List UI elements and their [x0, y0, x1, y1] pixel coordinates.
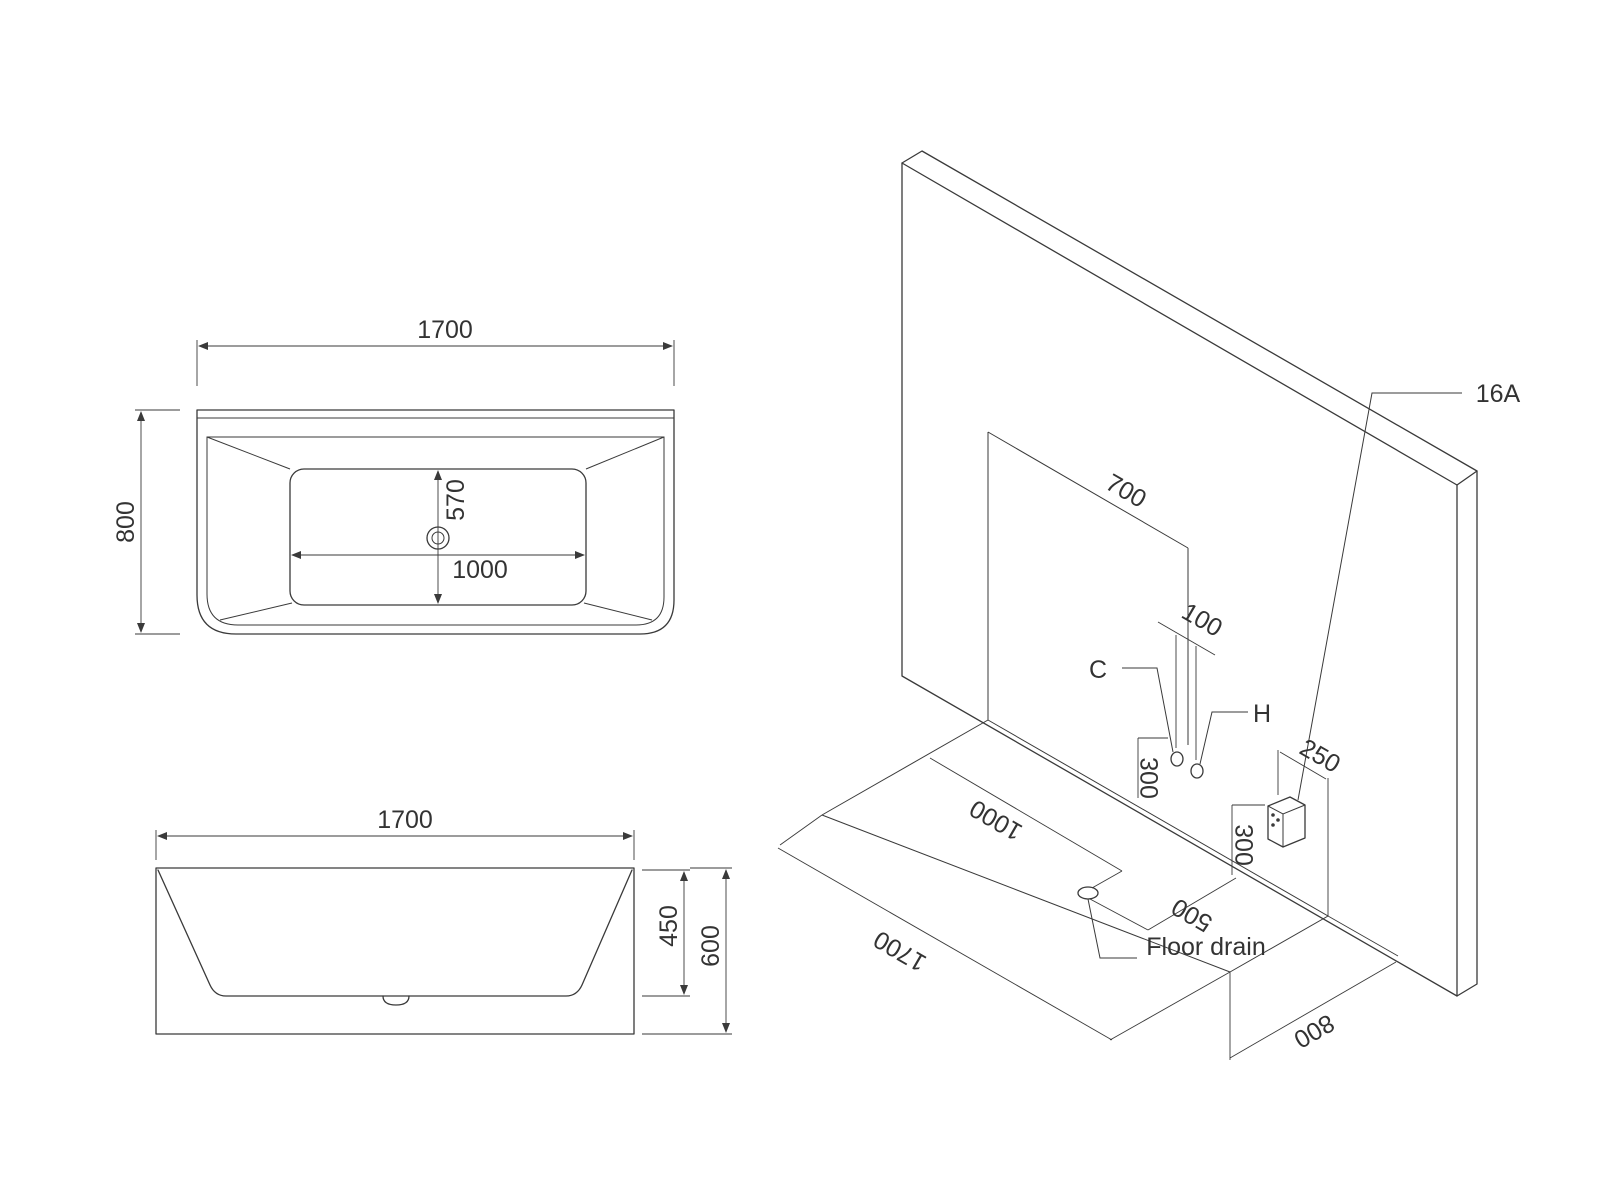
socket-pin-icon	[1271, 823, 1275, 827]
top-view-inner-basin	[206, 436, 665, 626]
tub-length-label: 1700	[869, 925, 931, 977]
top-view: 1700 800 570 1000	[112, 316, 675, 635]
side-view-outline	[155, 867, 635, 1035]
floor-drain-label: Floor drain	[1146, 933, 1266, 961]
wall-side-edge	[1456, 470, 1478, 997]
hot-leader-line	[1199, 711, 1248, 765]
socket-box-icon	[1267, 796, 1306, 848]
side-view: 1700 450 600	[155, 806, 732, 1035]
floor-footprint-outline	[821, 814, 1231, 973]
floor-drain-leader-line	[1087, 898, 1137, 959]
top-view-corner-line	[219, 602, 293, 621]
drain-offset-label: 500	[1167, 892, 1217, 937]
wall-top-edge	[901, 150, 1478, 486]
installation-view: 700 100 C H 300 16A 250 3	[777, 150, 1521, 1060]
top-depth-label: 800	[112, 501, 140, 543]
cold-label: C	[1089, 656, 1107, 684]
drain-distance-dimension-line	[929, 757, 1123, 872]
cold-hot-gap-label: 100	[1177, 598, 1227, 643]
dimension-extension-line	[779, 814, 823, 846]
wall-front-face	[901, 162, 1458, 997]
drain-distance-label: 1000	[965, 794, 1027, 846]
cold-height-label: 300	[1136, 757, 1164, 799]
inner-length-label: 1000	[452, 556, 508, 584]
side-view-drain-outlet	[382, 995, 410, 1006]
socket-pin-icon	[1271, 813, 1275, 817]
top-width-label: 1700	[417, 316, 473, 344]
socket-pin-icon	[1276, 818, 1280, 822]
outlet-spacing-label: 700	[1101, 469, 1151, 514]
socket-offset-label: 250	[1295, 734, 1345, 779]
socket-box-edge	[1267, 804, 1306, 815]
top-view-corner-line	[206, 436, 291, 470]
dimension-extension-line	[1109, 971, 1231, 1041]
hot-outlet-icon	[1190, 763, 1204, 779]
socket-leader-line	[1297, 392, 1462, 801]
dimension-extension-line	[1091, 870, 1123, 889]
side-length-label: 1700	[377, 806, 433, 834]
floor-footprint-outline	[821, 719, 989, 816]
inner-height-label: 450	[655, 905, 683, 947]
cold-outlet-icon	[1170, 751, 1184, 767]
socket-label: 16A	[1476, 380, 1521, 408]
top-view-corner-line	[583, 602, 653, 621]
inner-depth-label: 570	[442, 479, 470, 521]
tub-depth-dimension-line	[1229, 961, 1397, 1059]
top-view-basin-floor	[289, 468, 587, 606]
tub-length-dimension-line	[777, 847, 1113, 1041]
overall-height-label: 600	[697, 925, 725, 967]
top-view-outline	[196, 409, 675, 635]
floor-drain-icon	[1077, 886, 1099, 900]
side-view-basin-profile	[157, 869, 633, 997]
socket-height-label: 300	[1231, 824, 1259, 866]
hot-label: H	[1253, 700, 1271, 728]
tub-depth-label: 800	[1289, 1008, 1339, 1053]
socket-offset-dimension-line	[1279, 751, 1327, 780]
drain-offset-guide	[1089, 898, 1149, 931]
cold-leader-line	[1122, 667, 1174, 753]
drain-offset-dimension-line	[1147, 877, 1237, 931]
dimension-extension-line	[1327, 915, 1399, 957]
tub-projection-line	[987, 431, 1189, 549]
top-view-corner-line	[585, 436, 665, 470]
cold-hot-gap-dimension-line	[1157, 621, 1216, 656]
